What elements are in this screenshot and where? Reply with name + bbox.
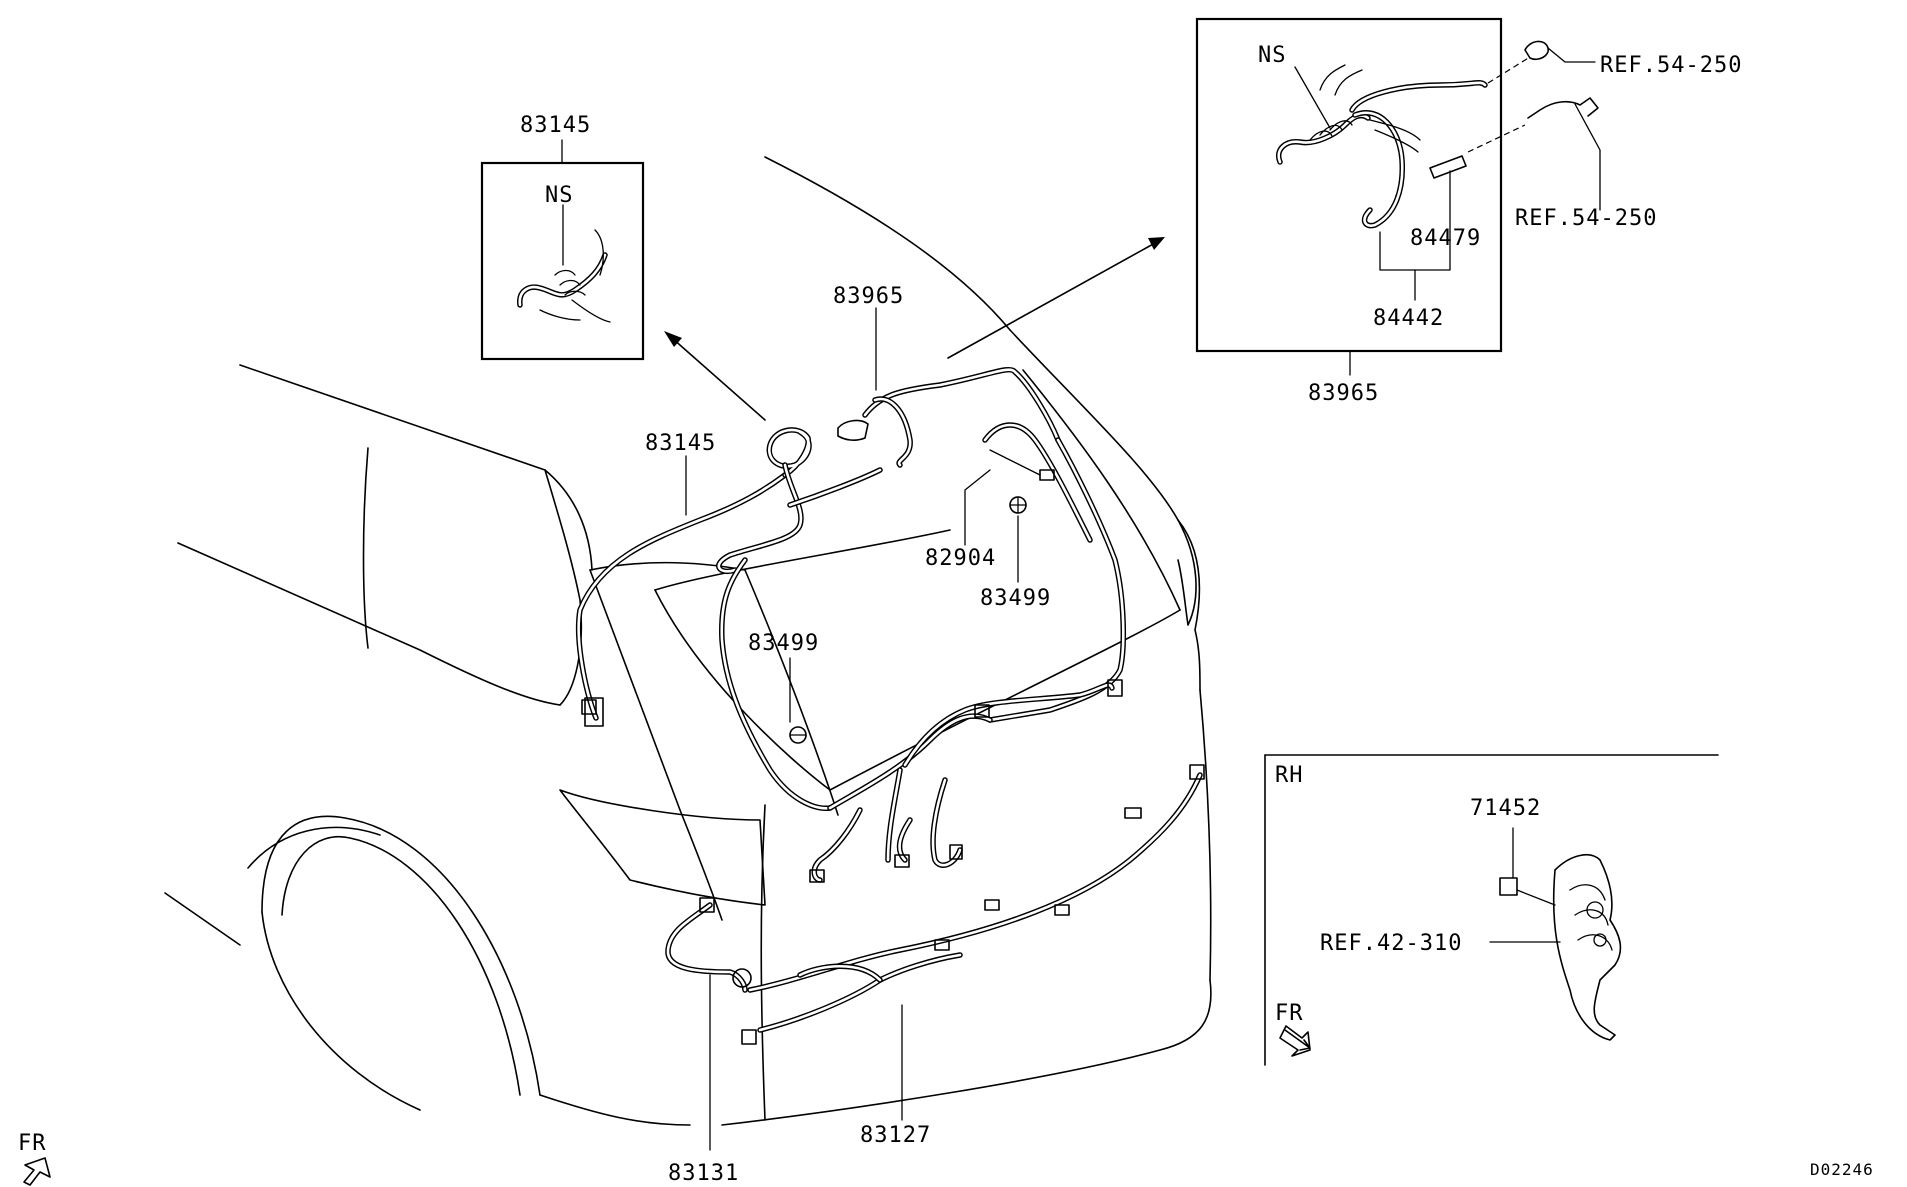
label-inset-right-part: 84442 xyxy=(1373,306,1444,331)
label-inset-right-bottom: 83965 xyxy=(1308,381,1379,406)
label-inset-left-part: 83145 xyxy=(520,113,591,138)
label-rh-title: RH xyxy=(1275,763,1304,788)
part-labels: 83145 NS 83145 83965 82904 83499 83499 8… xyxy=(18,43,1874,1186)
front-direction-arrow-icon xyxy=(23,1157,51,1186)
label-clip-upper: 82904 xyxy=(925,546,996,571)
label-inset-right-ns: NS xyxy=(1258,43,1287,68)
label-inset-right-fitting: 84479 xyxy=(1410,226,1481,251)
label-bottom-left-harness: 83131 xyxy=(668,1161,739,1186)
label-rh-ref: REF.42-310 xyxy=(1320,931,1462,956)
inset-left xyxy=(480,139,645,361)
label-direction: FR xyxy=(18,1131,47,1156)
label-bottom-harness: 83127 xyxy=(860,1123,931,1148)
label-grommet-upper: 83499 xyxy=(980,586,1051,611)
label-main-left-harness: 83145 xyxy=(645,431,716,456)
label-inset-left-ns: NS xyxy=(545,183,574,208)
leader-lines xyxy=(664,237,1165,1151)
label-rh-part: 71452 xyxy=(1470,796,1541,821)
label-inset-right-ref-a: REF.54-250 xyxy=(1600,53,1742,78)
label-rh-direction: FR xyxy=(1275,1001,1304,1026)
diagram-code: D02246 xyxy=(1810,1160,1874,1179)
label-main-top-harness: 83965 xyxy=(833,284,904,309)
label-inset-right-ref-b: REF.54-250 xyxy=(1515,206,1657,231)
label-grommet-left: 83499 xyxy=(748,631,819,656)
inset-rh xyxy=(1264,754,1719,1066)
vehicle-body xyxy=(164,156,1212,1126)
inset-right xyxy=(1195,17,1601,376)
wire-harness-main xyxy=(575,366,1205,1045)
